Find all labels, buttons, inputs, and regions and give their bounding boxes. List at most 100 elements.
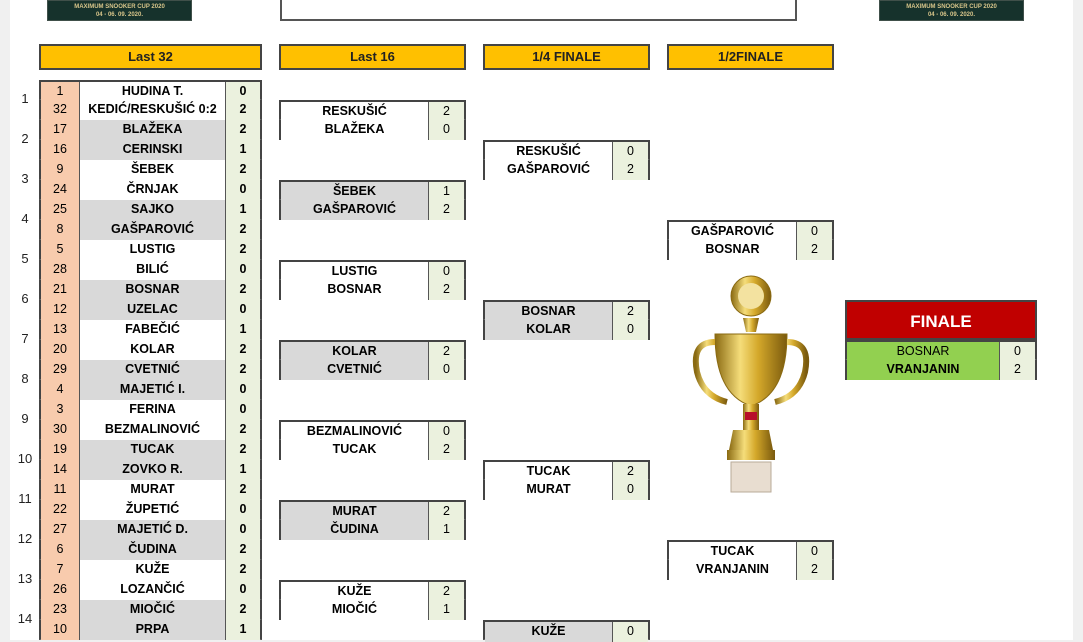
player-name[interactable]: BILIĆ xyxy=(80,260,226,280)
seed-number[interactable]: 8 xyxy=(41,220,80,240)
player-name[interactable]: PRPA xyxy=(80,620,226,640)
seed-number[interactable]: 1 xyxy=(41,82,80,102)
player-name[interactable]: GAŠPAROVIĆ xyxy=(80,220,226,240)
player-name[interactable]: MURAT xyxy=(80,480,226,500)
player-score[interactable]: 0 xyxy=(226,400,260,420)
player-name[interactable]: BEZMALINOVIĆ xyxy=(80,420,226,440)
seed-number[interactable]: 4 xyxy=(41,380,80,400)
player-name[interactable]: LUSTIG xyxy=(281,262,429,282)
seed-number[interactable]: 11 xyxy=(41,480,80,500)
player-name[interactable]: BOSNAR xyxy=(485,302,613,322)
seed-number[interactable]: 24 xyxy=(41,180,80,200)
player-score[interactable]: 0 xyxy=(429,422,464,442)
player-score[interactable]: 2 xyxy=(429,102,464,122)
seed-number[interactable]: 12 xyxy=(41,300,80,320)
player-name[interactable]: TUCAK xyxy=(80,440,226,460)
player-name[interactable]: MURAT xyxy=(281,502,429,522)
player-score[interactable]: 0 xyxy=(226,380,260,400)
player-score[interactable]: 0 xyxy=(429,120,464,140)
player-score[interactable]: 0 xyxy=(1000,342,1035,362)
player-name[interactable]: KEDIĆ/RESKUŠIĆ 0:2 xyxy=(80,100,226,120)
player-name[interactable]: ČUDINA xyxy=(80,540,226,560)
player-name[interactable]: GAŠPAROVIĆ xyxy=(669,222,797,242)
player-score[interactable]: 1 xyxy=(226,320,260,340)
player-score[interactable]: 2 xyxy=(429,342,464,362)
player-score[interactable]: 2 xyxy=(226,560,260,580)
player-name[interactable]: BLAŽEKA xyxy=(80,120,226,140)
player-score[interactable]: 0 xyxy=(226,580,260,600)
player-score[interactable]: 0 xyxy=(226,520,260,540)
seed-number[interactable]: 3 xyxy=(41,400,80,420)
player-name[interactable]: RESKUŠIĆ xyxy=(485,142,613,162)
player-name[interactable]: KOLAR xyxy=(485,320,613,340)
seed-number[interactable]: 17 xyxy=(41,120,80,140)
player-score[interactable]: 1 xyxy=(429,520,464,540)
player-name[interactable]: BOSNAR xyxy=(281,280,429,300)
seed-number[interactable]: 27 xyxy=(41,520,80,540)
player-score[interactable]: 2 xyxy=(429,582,464,602)
player-score[interactable]: 2 xyxy=(1000,360,1035,380)
player-name[interactable]: ŠEBEK xyxy=(80,160,226,180)
player-score[interactable]: 0 xyxy=(613,480,648,500)
seed-number[interactable]: 10 xyxy=(41,620,80,640)
player-name[interactable]: MAJETIĆ I. xyxy=(80,380,226,400)
player-name[interactable]: ZOVKO R. xyxy=(80,460,226,480)
seed-number[interactable]: 7 xyxy=(41,560,80,580)
player-score[interactable]: 2 xyxy=(613,302,648,322)
player-score[interactable]: 2 xyxy=(429,280,464,300)
player-name[interactable]: CVETNIĆ xyxy=(281,360,429,380)
player-name[interactable]: ŠEBEK xyxy=(281,182,429,202)
player-name[interactable]: KUŽE xyxy=(281,582,429,602)
seed-number[interactable]: 32 xyxy=(41,100,80,120)
player-score[interactable]: 0 xyxy=(797,222,832,242)
player-name[interactable]: GAŠPAROVIĆ xyxy=(485,160,613,180)
player-name[interactable]: VRANJANIN xyxy=(847,360,1000,380)
seed-number[interactable]: 28 xyxy=(41,260,80,280)
player-score[interactable]: 2 xyxy=(226,540,260,560)
player-score[interactable]: 2 xyxy=(226,340,260,360)
player-score[interactable]: 1 xyxy=(226,140,260,160)
player-name[interactable]: HUDINA T. xyxy=(80,82,226,102)
player-name[interactable]: MIOČIĆ xyxy=(80,600,226,620)
player-score[interactable]: 1 xyxy=(226,200,260,220)
player-name[interactable]: UZELAC xyxy=(80,300,226,320)
seed-number[interactable]: 20 xyxy=(41,340,80,360)
player-name[interactable]: ČUDINA xyxy=(281,520,429,540)
player-score[interactable]: 1 xyxy=(429,600,464,620)
player-name[interactable]: BOSNAR xyxy=(669,240,797,260)
seed-number[interactable]: 25 xyxy=(41,200,80,220)
player-name[interactable]: MIOČIĆ xyxy=(281,600,429,620)
player-score[interactable]: 2 xyxy=(226,600,260,620)
player-name[interactable]: FABEČIĆ xyxy=(80,320,226,340)
player-score[interactable]: 2 xyxy=(226,100,260,120)
player-score[interactable]: 2 xyxy=(226,240,260,260)
player-name[interactable]: MAJETIĆ D. xyxy=(80,520,226,540)
player-score[interactable]: 2 xyxy=(429,440,464,460)
player-name[interactable]: KUŽE xyxy=(80,560,226,580)
player-score[interactable]: 0 xyxy=(613,320,648,340)
player-score[interactable]: 2 xyxy=(797,560,832,580)
player-score[interactable]: 0 xyxy=(226,300,260,320)
seed-number[interactable]: 9 xyxy=(41,160,80,180)
player-name[interactable]: CERINSKI xyxy=(80,140,226,160)
player-score[interactable]: 0 xyxy=(797,542,832,562)
seed-number[interactable]: 26 xyxy=(41,580,80,600)
player-name[interactable]: BOSNAR xyxy=(80,280,226,300)
player-score[interactable]: 2 xyxy=(797,240,832,260)
seed-number[interactable]: 19 xyxy=(41,440,80,460)
player-score[interactable]: 0 xyxy=(226,180,260,200)
player-name[interactable]: SAJKO xyxy=(80,200,226,220)
player-score[interactable]: 2 xyxy=(226,120,260,140)
player-name[interactable]: TUCAK xyxy=(669,542,797,562)
player-name[interactable]: ČRNJAK xyxy=(80,180,226,200)
player-name[interactable]: VRANJANIN xyxy=(669,560,797,580)
player-name[interactable]: KOLAR xyxy=(281,342,429,362)
player-score[interactable]: 2 xyxy=(429,502,464,522)
seed-number[interactable]: 29 xyxy=(41,360,80,380)
player-name[interactable]: RESKUŠIĆ xyxy=(281,102,429,122)
player-score[interactable]: 2 xyxy=(613,160,648,180)
player-score[interactable]: 1 xyxy=(429,182,464,202)
seed-number[interactable]: 16 xyxy=(41,140,80,160)
player-score[interactable]: 2 xyxy=(226,220,260,240)
player-name[interactable]: MURAT xyxy=(485,480,613,500)
